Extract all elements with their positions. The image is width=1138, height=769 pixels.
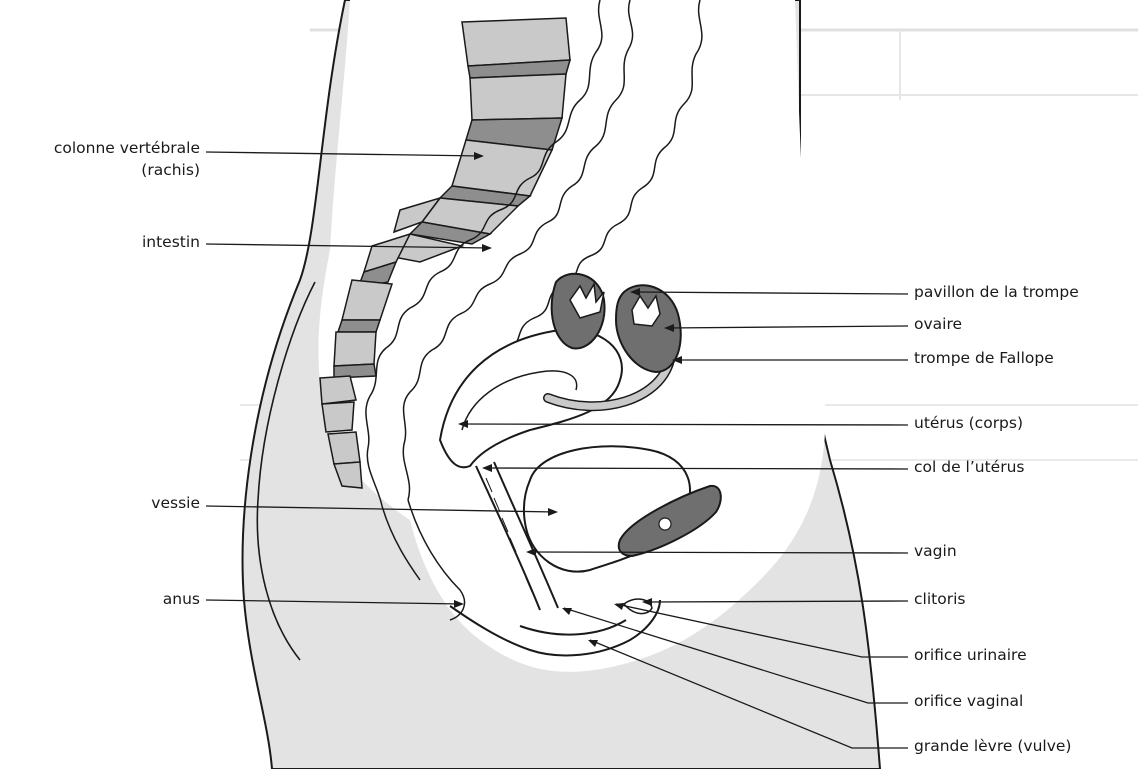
label-fallopian-tube: trompe de Fallope [914,349,1054,367]
label-ovary: ovaire [914,315,962,333]
vertebral-disc [338,320,380,332]
label-uterus-body: utérus (corps) [914,414,1023,432]
vertebra [470,74,566,120]
vertebra [462,18,570,66]
label-vaginal-orifice: orifice vaginal [914,692,1023,710]
label-tube-pavilion: pavillon de la trompe [914,283,1079,301]
label-spine-line2: (rachis) [141,161,200,179]
label-anus: anus [163,590,200,608]
label-spine-line1: colonne vertébrale [54,139,200,157]
vertebra [320,376,356,404]
label-intestine: intestin [142,233,200,251]
vertebra [322,402,354,432]
label-bladder: vessie [151,494,200,512]
vertebra [328,432,360,464]
label-labia-majora: grande lèvre (vulve) [914,737,1071,755]
label-clitoris: clitoris [914,590,965,608]
label-vagina: vagin [914,542,957,560]
vertebra [334,332,376,366]
label-urinary-orifice: orifice urinaire [914,646,1027,664]
pubic-bone-marker [659,518,671,530]
label-cervix: col de l’utérus [914,458,1024,476]
